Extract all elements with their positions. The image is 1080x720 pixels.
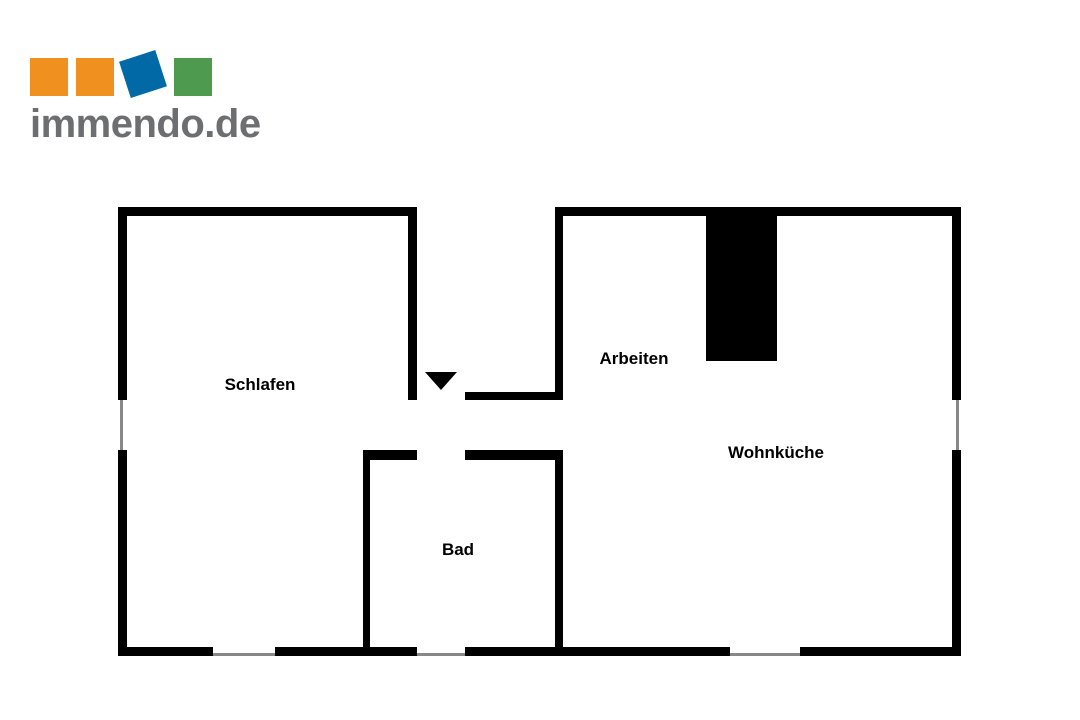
wall	[555, 450, 563, 656]
wall	[952, 450, 961, 656]
logo-square-orange-1	[30, 58, 68, 96]
window	[956, 400, 959, 450]
wall	[952, 207, 961, 400]
wall	[555, 207, 563, 400]
wall	[563, 647, 730, 656]
window	[213, 653, 275, 656]
room-label-arbeiten: Arbeiten	[599, 349, 669, 368]
wall	[363, 450, 417, 460]
wall	[275, 647, 417, 656]
room-label-wohnkueche: Wohnküche	[727, 443, 825, 462]
walls	[118, 207, 961, 656]
wall	[408, 207, 417, 400]
logo-text: immendo.de	[30, 102, 261, 146]
wall	[118, 450, 127, 656]
wall	[465, 450, 563, 460]
immendo-logo[interactable]: immendo.de	[28, 50, 298, 150]
window	[120, 400, 123, 450]
entrance-triangle-icon	[425, 372, 457, 390]
wall	[555, 207, 961, 216]
wall	[118, 207, 127, 400]
windows	[120, 400, 959, 656]
wall	[118, 207, 417, 216]
window	[730, 653, 800, 656]
wall	[118, 647, 213, 656]
room-label-bad: Bad	[441, 540, 475, 559]
logo-square-orange-2	[76, 58, 114, 96]
room-label-schlafen: Schlafen	[224, 375, 296, 394]
logo-square-green	[174, 58, 212, 96]
wall	[800, 647, 961, 656]
chimney	[706, 216, 777, 361]
wall	[465, 647, 565, 656]
window	[417, 653, 465, 656]
wall	[465, 392, 563, 400]
wall	[363, 450, 370, 656]
